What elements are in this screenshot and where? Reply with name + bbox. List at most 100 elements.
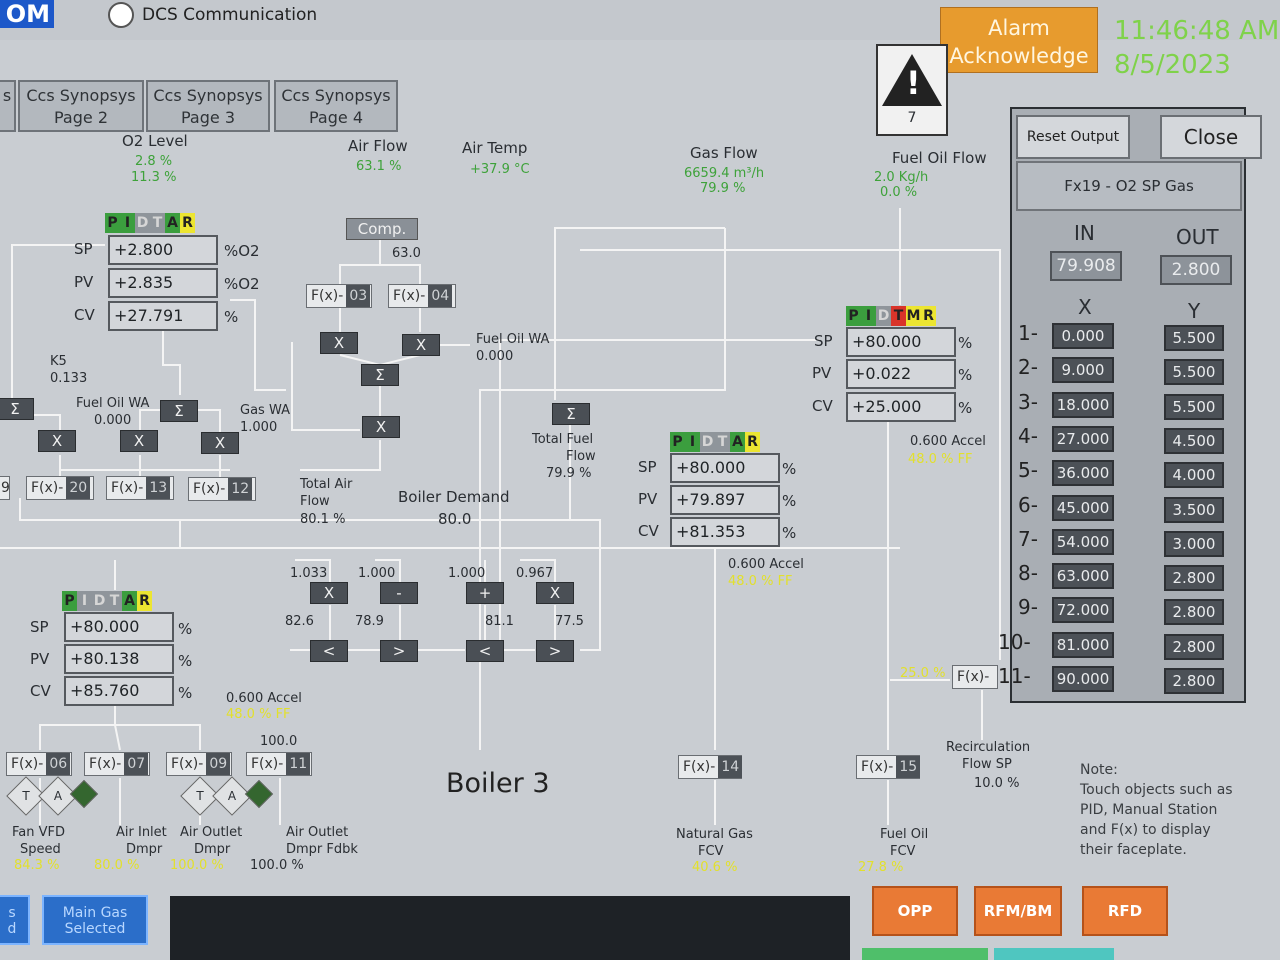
low-select-2[interactable]: <	[466, 640, 504, 662]
y-value-field[interactable]: 4.500	[1164, 427, 1224, 454]
air-sp-field[interactable]: +80.000	[64, 612, 174, 642]
x-value-field[interactable]: 63.000	[1052, 563, 1114, 590]
fuel-oil-wa-right-label: Fuel Oil WA	[476, 332, 550, 347]
x-value-field[interactable]: 72.000	[1052, 597, 1114, 624]
x-value-field[interactable]: 0.000	[1052, 323, 1114, 349]
clock-date: 8/5/2023	[1114, 50, 1231, 80]
multiply-block-2[interactable]: X	[402, 334, 440, 356]
fx-11-button[interactable]: F(x)-11	[246, 752, 312, 776]
gas-pv-field[interactable]: +79.897	[670, 485, 780, 515]
x-value-field[interactable]: 45.000	[1052, 494, 1114, 521]
alarm-summary-button[interactable]: 7	[876, 44, 948, 136]
x-value-field[interactable]: 90.000	[1052, 666, 1114, 692]
fx-recirculation-button[interactable]: F(x)-	[952, 665, 998, 689]
air-flow-label: Air Flow	[348, 137, 408, 155]
fx-14-button[interactable]: F(x)-14	[678, 755, 743, 779]
dcs-communication-indicator[interactable]	[108, 2, 134, 28]
add-block[interactable]: +	[466, 582, 504, 604]
gas-pid-status[interactable]: P I D T A R	[670, 432, 760, 452]
air-pv-label: PV	[30, 650, 50, 668]
x-value-field[interactable]: 54.000	[1052, 528, 1114, 555]
multiply-block-4[interactable]: X	[38, 430, 76, 452]
air-cv-field[interactable]: +85.760	[64, 676, 174, 706]
fx-03-button[interactable]: F(x)-03	[306, 284, 372, 308]
sum-block-air[interactable]: Σ	[361, 364, 399, 386]
close-button[interactable]: Close	[1160, 115, 1262, 159]
sum-block-wa[interactable]: Σ	[160, 400, 198, 422]
o2-level-label: O2 Level	[122, 132, 188, 150]
fx-20-button[interactable]: F(x)-20	[26, 476, 94, 500]
air-pid-status[interactable]: P I D T A R	[62, 591, 152, 611]
sum-block-fuel[interactable]: Σ	[552, 403, 590, 425]
xy-row-number: 7-	[1018, 526, 1038, 551]
sum-block-left[interactable]: Σ	[0, 398, 34, 420]
rfm-bm-button[interactable]: RFM/BM	[974, 886, 1062, 936]
multiply-block-3[interactable]: X	[362, 416, 400, 438]
multiply-block-5[interactable]: X	[120, 430, 158, 452]
x-label: X	[1078, 295, 1092, 319]
x-value-field[interactable]: 81.000	[1052, 631, 1114, 658]
compensation-block[interactable]: Comp.	[346, 218, 418, 240]
o2-cv-label: CV	[74, 306, 95, 324]
o2-pv-field[interactable]: +2.835	[108, 268, 218, 298]
o2-cv-field[interactable]: +27.791	[108, 301, 218, 331]
x-value-field[interactable]: 36.000	[1052, 460, 1114, 487]
fx-06-button[interactable]: F(x)-06	[6, 752, 72, 776]
x-value-field[interactable]: 27.000	[1052, 425, 1114, 452]
o2-sp-field[interactable]: +2.800	[108, 235, 218, 265]
pid-i: I	[861, 306, 876, 326]
fx-09-button[interactable]: F(x)-09	[166, 752, 232, 776]
high-select-2[interactable]: >	[536, 640, 574, 662]
y-value-field[interactable]: 2.800	[1164, 565, 1224, 592]
air-inlet-label-2: Dmpr	[126, 842, 163, 857]
y-value-field[interactable]: 2.800	[1164, 668, 1224, 694]
multiply-block-7[interactable]: X	[310, 582, 348, 604]
y-value-field[interactable]: 3.500	[1164, 496, 1224, 523]
y-value-field[interactable]: 2.800	[1164, 599, 1224, 626]
station-a: A	[53, 789, 63, 803]
multiply-block-1[interactable]: X	[320, 332, 358, 354]
fx-12-button[interactable]: F(x)-12	[188, 477, 256, 501]
oil-cv-field[interactable]: +25.000	[846, 392, 956, 422]
oil-pv-field[interactable]: +0.022	[846, 359, 956, 389]
pid-t: T	[150, 213, 165, 233]
gas-sp-field[interactable]: +80.000	[670, 453, 780, 483]
fx-07-button[interactable]: F(x)-07	[84, 752, 150, 776]
fx-19-button[interactable]: 9	[0, 476, 10, 500]
air-cv-label: CV	[30, 682, 51, 700]
x-value-field[interactable]: 9.000	[1052, 357, 1114, 384]
rfd-button[interactable]: RFD	[1082, 886, 1168, 936]
in-label: IN	[1074, 221, 1095, 245]
fx-04-button[interactable]: F(x)-04	[388, 284, 456, 308]
total-fuel-label-1: Total Fuel	[532, 432, 594, 447]
gas-cv-field[interactable]: +81.353	[670, 517, 780, 547]
fx-15-button[interactable]: F(x)-15	[856, 755, 921, 779]
tab-synopsys-1[interactable]: s	[0, 80, 16, 132]
y-value-field[interactable]: 5.500	[1164, 393, 1224, 420]
y-value-field[interactable]: 2.800	[1164, 633, 1224, 660]
oil-pid-status[interactable]: P I D T M R	[846, 306, 936, 326]
o2-pid-status[interactable]: P I D T A R	[105, 213, 195, 233]
y-value-field[interactable]: 5.500	[1164, 359, 1224, 386]
multiply-block-8[interactable]: X	[536, 582, 574, 604]
reset-output-button[interactable]: Reset Output	[1016, 115, 1130, 159]
y-value-field[interactable]: 4.000	[1164, 462, 1224, 489]
high-select-1[interactable]: >	[380, 640, 418, 662]
y-value-field[interactable]: 3.000	[1164, 530, 1224, 557]
multiply-block-6[interactable]: X	[201, 432, 239, 454]
subtract-block[interactable]: -	[380, 582, 418, 604]
air-pv-field[interactable]: +80.138	[64, 644, 174, 674]
alarm-acknowledge-button[interactable]: Alarm Acknowledge	[940, 7, 1098, 73]
oil-sp-field[interactable]: +80.000	[846, 327, 956, 357]
low-select-1[interactable]: <	[310, 640, 348, 662]
y-value-field[interactable]: 5.500	[1164, 325, 1224, 351]
opp-button[interactable]: OPP	[872, 886, 958, 936]
o2-level-value-2: 11.3 %	[131, 170, 177, 185]
fx-13-button[interactable]: F(x)-13	[106, 476, 174, 500]
x-value-field[interactable]: 18.000	[1052, 391, 1114, 418]
